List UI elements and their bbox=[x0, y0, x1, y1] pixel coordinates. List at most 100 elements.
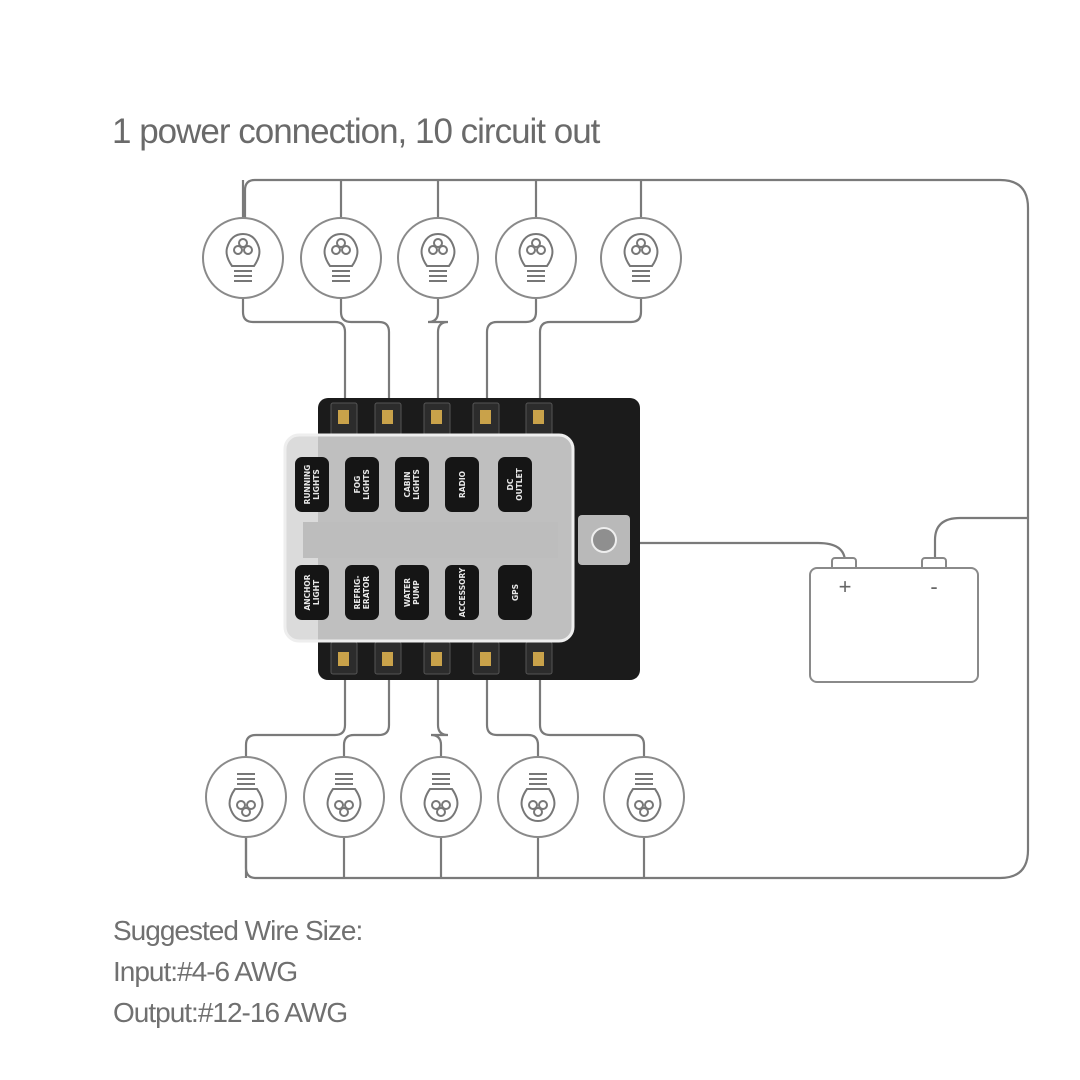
battery bbox=[809, 567, 979, 683]
bulb-ring bbox=[400, 756, 482, 838]
bulb-filament-icon bbox=[246, 800, 256, 810]
wire-size-heading: Suggested Wire Size: bbox=[113, 915, 363, 946]
fuse-label-line: DC bbox=[506, 478, 515, 490]
fuse-label: DCOUTLET bbox=[506, 467, 524, 500]
fuse-label-line: ACCESSORY bbox=[458, 567, 467, 617]
fuse-label: ANCHORLIGHT bbox=[303, 574, 321, 610]
wire-size-notes: Suggested Wire Size: Input:#4-6 AWG Outp… bbox=[113, 910, 363, 1033]
bulb-icon bbox=[518, 232, 554, 267]
bulb-ring bbox=[202, 217, 284, 299]
bulb-filament-icon bbox=[341, 245, 351, 255]
bulb-filament-icon bbox=[531, 238, 541, 248]
battery-positive-label: + bbox=[839, 574, 852, 599]
bulb-filament-icon bbox=[631, 245, 641, 255]
fuse-body bbox=[395, 565, 429, 620]
circuit-wire-bottom bbox=[485, 670, 540, 757]
fuse-body bbox=[498, 457, 532, 512]
fuse-top-4: DCOUTLET bbox=[498, 457, 532, 512]
bulb-filament-icon bbox=[331, 245, 341, 255]
negative-wire bbox=[933, 516, 1028, 562]
bulb-filament-icon bbox=[538, 800, 548, 810]
bulb-icon bbox=[326, 788, 362, 823]
fuse-label: FOGLIGHTS bbox=[353, 469, 371, 500]
fuse-label-line: LIGHTS bbox=[362, 469, 371, 500]
positive-wire bbox=[620, 541, 847, 563]
fuse-bottom-1: REFRIG-ERATOR bbox=[345, 565, 379, 620]
fuse-label-line: GPS bbox=[511, 584, 520, 601]
bulb-ring bbox=[303, 756, 385, 838]
bulb-filament-icon bbox=[433, 238, 443, 248]
bulb-filament-icon bbox=[441, 800, 451, 810]
bulb-ring bbox=[497, 756, 579, 838]
load-bulb-top bbox=[600, 217, 682, 299]
load-bulb-bottom bbox=[603, 756, 685, 838]
fuse-label: REFRIG-ERATOR bbox=[353, 576, 371, 610]
bulb-icon bbox=[228, 788, 264, 823]
fuse-bottom-4: GPS bbox=[498, 565, 532, 620]
terminal-screw bbox=[382, 652, 393, 666]
fuse-body bbox=[345, 457, 379, 512]
fuse-body bbox=[445, 565, 479, 620]
bulb-filament-icon bbox=[533, 807, 543, 817]
bulb-ring bbox=[495, 217, 577, 299]
bulb-filament-icon bbox=[438, 245, 448, 255]
fuse-body bbox=[345, 565, 379, 620]
circuit-wire-top bbox=[485, 298, 538, 405]
bulb-filament-icon bbox=[334, 800, 344, 810]
fuse-label: RUNNINGLIGHTS bbox=[303, 465, 321, 505]
circuit-wire-bottom bbox=[538, 670, 646, 757]
battery-negative-label: - bbox=[930, 574, 937, 599]
terminal-screw bbox=[480, 652, 491, 666]
fuse-label-line: PUMP bbox=[412, 580, 421, 605]
terminal-screw bbox=[338, 652, 349, 666]
load-bulb-top bbox=[397, 217, 479, 299]
fuse-label-line: LIGHTS bbox=[312, 469, 321, 500]
circuit-wire-top bbox=[339, 298, 391, 405]
fuse-label-line: OUTLET bbox=[515, 467, 524, 500]
fuse-label-line: FOG bbox=[353, 476, 362, 494]
fuse-bottom-3: ACCESSORY bbox=[445, 565, 479, 620]
fuse-label-line: RADIO bbox=[458, 471, 467, 498]
load-bulb-bottom bbox=[205, 756, 287, 838]
diagram-title: 1 power connection, 10 circuit out bbox=[112, 112, 600, 151]
bulb-filament-icon bbox=[241, 807, 251, 817]
fuse-bottom-0: ANCHORLIGHT bbox=[295, 565, 329, 620]
fuse-label-line: WATER bbox=[403, 578, 412, 607]
bulb-icon bbox=[626, 788, 662, 823]
fuse-top-2: CABINLIGHTS bbox=[395, 457, 429, 512]
fuse-label: ACCESSORY bbox=[458, 567, 467, 617]
fuse-label-line: LIGHT bbox=[312, 579, 321, 605]
fuse-body bbox=[498, 565, 532, 620]
fuse-body bbox=[295, 457, 329, 512]
terminal-screw bbox=[431, 410, 442, 424]
fuse-label: GPS bbox=[511, 584, 520, 601]
bulb-filament-icon bbox=[243, 245, 253, 255]
fuse-label: CABINLIGHTS bbox=[403, 469, 421, 500]
bulb-filament-icon bbox=[238, 238, 248, 248]
terminal-screw bbox=[338, 410, 349, 424]
fuse-label-line: ANCHOR bbox=[303, 574, 312, 610]
bulb-filament-icon bbox=[344, 800, 354, 810]
fuse-label-line: RUNNING bbox=[303, 465, 312, 505]
fuse-label: WATERPUMP bbox=[403, 578, 421, 607]
bulb-filament-icon bbox=[639, 807, 649, 817]
bulb-filament-icon bbox=[526, 245, 536, 255]
terminal-screw bbox=[480, 410, 491, 424]
fuse-label-line: CABIN bbox=[403, 471, 412, 497]
fuse-top-3: RADIO bbox=[445, 457, 479, 512]
load-bulb-top bbox=[300, 217, 382, 299]
fuse-label-line: LIGHTS bbox=[412, 469, 421, 500]
bulb-icon bbox=[423, 788, 459, 823]
circuit-wire-top bbox=[427, 298, 449, 405]
fuse-top-1: FOGLIGHTS bbox=[345, 457, 379, 512]
load-bulb-top bbox=[202, 217, 284, 299]
bulb-filament-icon bbox=[431, 800, 441, 810]
bulb-icon bbox=[420, 232, 456, 267]
fuse-bottom-2: WATERPUMP bbox=[395, 565, 429, 620]
bulb-filament-icon bbox=[339, 807, 349, 817]
load-bulb-bottom bbox=[303, 756, 385, 838]
bulb-filament-icon bbox=[644, 800, 654, 810]
bulb-ring bbox=[300, 217, 382, 299]
fuse-label-line: ERATOR bbox=[362, 576, 371, 610]
